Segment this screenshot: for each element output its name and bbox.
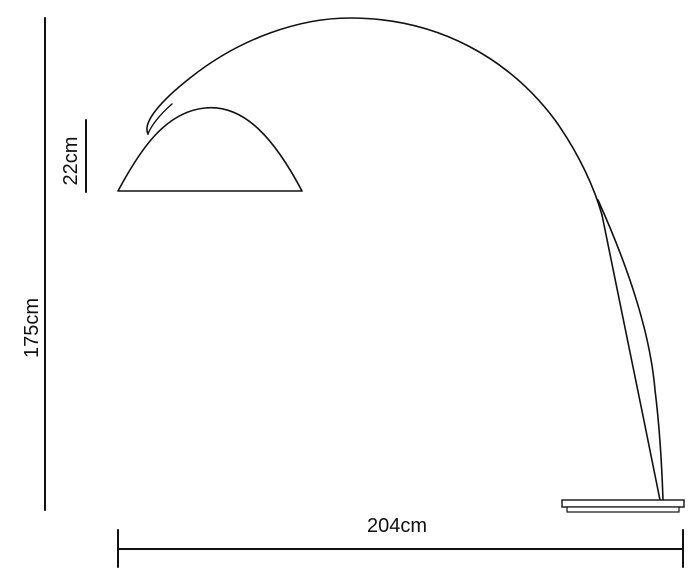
- lamp-pole-back: [597, 199, 664, 501]
- width-label: 204cm: [367, 515, 427, 537]
- lamp-base-bottom: [566, 506, 680, 513]
- width-dimension: [117, 529, 684, 568]
- shade-height-label: 22cm: [60, 137, 82, 186]
- lamp-base-top: [561, 499, 685, 508]
- height-label: 175cm: [21, 298, 43, 358]
- lamp-arc-arm-tip: [147, 103, 173, 135]
- lamp-base: [561, 499, 685, 513]
- lamp-pole-front: [601, 214, 661, 501]
- lamp-arc-arm: [146, 17, 603, 216]
- lamp-shade: [117, 106, 303, 192]
